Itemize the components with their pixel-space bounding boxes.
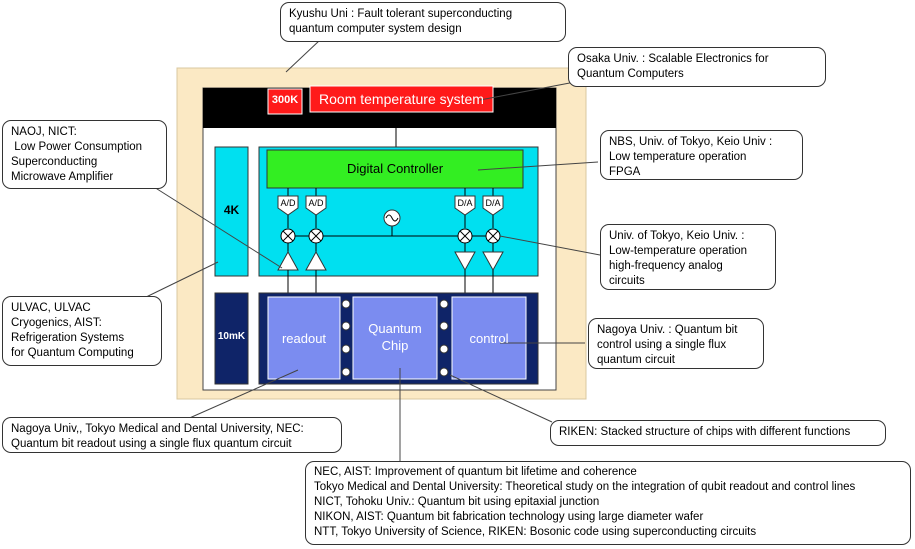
callout-text: Quantum Computers [577,68,684,80]
callout-kyushu: Kyushu Uni : Fault tolerant superconduct… [280,2,566,42]
callout-text: Tokyo Medical and Dental University: The… [314,481,856,493]
readout-chip [267,296,341,380]
callout-text: Kyushu Uni : Fault tolerant superconduct… [289,8,513,20]
callout-nbs: NBS, Univ. of Tokyo, Keio Univ : Low tem… [600,130,803,180]
room-temp-box [309,85,494,113]
da-converter-1 [454,195,476,216]
callout-text: Nagoya Univ. : Quantum bit [597,324,738,336]
readout-label: readout [281,331,327,346]
da-label-2: D/A [485,198,501,208]
10mk-side-box [214,292,249,385]
da-label-1: D/A [457,198,473,208]
callout-text: Low-temperature operation [609,245,748,257]
callout-text: Low temperature operation [609,151,747,163]
callout-text: NIKON, AIST: Quantum bit fabrication tec… [314,511,704,523]
quantum-chip-label-line1: Quantum [368,321,422,336]
callout-text: Microwave Amplifier [11,171,114,183]
callout-text: ULVAC, ULVAC [11,302,91,314]
callout-text: Nagoya Univ,, Tokyo Medical and Dental U… [11,423,304,435]
callout-text: Refrigeration Systems [11,332,125,344]
mixer-icon-3 [457,228,473,244]
callout-osaka: Osaka Univ. : Scalable Electronics for Q… [568,47,826,87]
pointer-nagoya-readout [184,369,299,421]
callout-naoj: NAOJ, NICT: Low Power Consumption Superc… [2,120,167,189]
300k-box [267,88,303,115]
amplifier-down-1 [454,251,476,272]
da-converter-2 [482,195,504,216]
callout-nagoya-control: Nagoya Univ. : Quantum bit control using… [588,318,764,369]
callout-text: Low Power Consumption [11,141,143,153]
callout-text: NEC, AIST: Improvement of quantum bit li… [314,466,637,478]
callout-text: quantum circuit [597,354,675,366]
callout-nec-list: NEC, AIST: Improvement of quantum bit li… [305,461,911,545]
ad-label-2: A/D [308,198,324,208]
callout-text: Univ. of Tokyo, Keio Univ. : [609,230,745,242]
mixer-icon-4 [485,228,501,244]
temp-10mk-label: 10mK [217,331,246,342]
ad-label-1: A/D [280,198,296,208]
temp-4k-label: 4K [223,203,240,217]
pointer-nbs [477,161,599,171]
callout-riken: RIKEN: Stacked structure of chips with d… [550,420,886,446]
pointer-naoj [134,174,283,269]
callout-text: high-frequency analog [609,260,723,272]
control-chip [451,296,527,380]
quantum-chip [352,296,438,380]
callout-text: NICT, Tohoku Univ.: Quantum bit using ep… [314,496,600,508]
callout-text: for Quantum Computing [11,347,134,359]
callout-text: NAOJ, NICT: [11,126,77,138]
callout-ulvac: ULVAC, ULVAC Cryogenics, AIST: Refrigera… [2,296,162,366]
callout-tokyo-keio: Univ. of Tokyo, Keio Univ. : Low-tempera… [600,224,776,290]
callout-text: NBS, Univ. of Tokyo, Keio Univ : [609,136,773,148]
ad-converter-1 [277,195,299,216]
mixer-icon-2 [308,228,324,244]
pointer-ulvac [139,261,219,301]
pointer-tokyo-keio [499,235,601,256]
room-temperature-label: Room temperature system [319,91,484,107]
oscillator-wave [385,214,399,222]
bump-column-left [341,299,351,377]
callout-text: circuits [609,275,645,287]
callout-text: Superconducting [11,156,98,168]
callout-text: NTT, Tokyo University of Science, RIKEN:… [314,526,757,538]
temp-300k-label: 300K [271,94,299,106]
4k-side-box [214,146,249,277]
pointer-kyushu [285,39,321,73]
callout-text: Osaka Univ. : Scalable Electronics for [577,53,769,65]
callout-text: quantum computer system design [289,23,462,35]
callout-text: RIKEN: Stacked structure of chips with d… [559,426,851,438]
amplifier-down-2 [482,251,504,272]
pointer-riken [449,374,553,423]
callout-text: FPGA [609,166,641,178]
ad-converter-2 [305,195,327,216]
digital-controller-box [266,149,524,189]
callout-text: Quantum bit readout using a single flux … [11,438,292,450]
bump-column-right [439,299,449,377]
callout-text: control using a single flux [597,339,727,351]
pointer-osaka [479,81,576,101]
callout-nagoya-readout: Nagoya Univ,, Tokyo Medical and Dental U… [2,417,342,453]
control-label: control [469,331,509,346]
mixer-icon-1 [280,228,296,244]
digital-controller-label: Digital Controller [346,161,444,176]
callout-text: Cryogenics, AIST: [11,317,102,329]
quantum-chip-label-line2: Chip [381,338,409,353]
